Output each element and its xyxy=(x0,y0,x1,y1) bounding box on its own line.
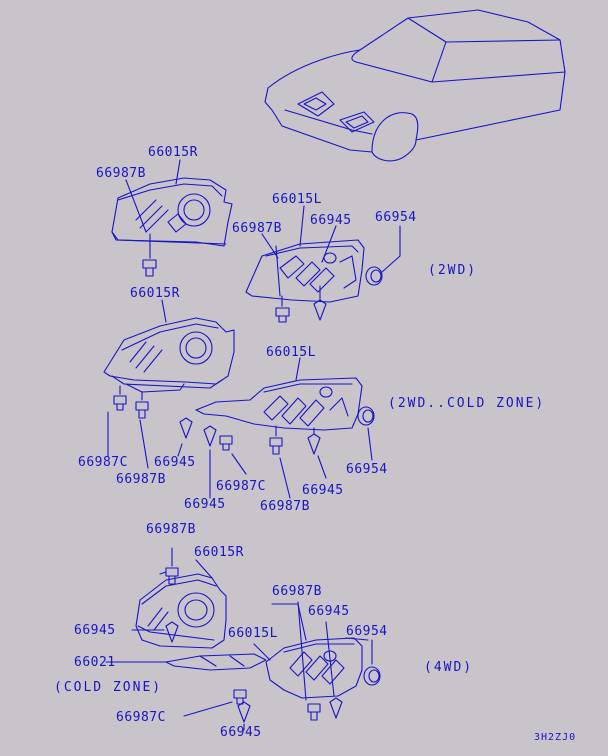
reference-code: 3H2ZJ0 xyxy=(534,732,577,743)
cover-66021 xyxy=(105,653,267,671)
label-66987C-g2a: 66987C xyxy=(78,455,128,470)
grommet-66954-g2 xyxy=(357,406,375,461)
clip-66945-g2b xyxy=(203,425,217,499)
label-66015R-g2: 66015R xyxy=(130,286,180,301)
label-66015L-g1: 66015L xyxy=(272,192,322,207)
bolt-66987B-g1a xyxy=(142,233,157,277)
label-66987B-g2b: 66987B xyxy=(260,499,310,514)
shield-66015R-cold xyxy=(103,317,235,393)
label-66945-g2a: 66945 xyxy=(154,455,196,470)
condition-cold-zone: (COLD ZONE) xyxy=(54,680,163,695)
label-66021: 66021 xyxy=(74,655,116,670)
label-66987B-g3b: 66987B xyxy=(272,584,322,599)
label-66945-g2c: 66945 xyxy=(302,483,344,498)
bolt-66987C-g2b xyxy=(219,435,247,475)
bolt-66987C-g3 xyxy=(183,689,247,717)
condition-2wd-cold-zone: (2WD..COLD ZONE) xyxy=(388,396,546,411)
label-66015L-g2: 66015L xyxy=(266,345,316,360)
label-66945-g3a: 66945 xyxy=(74,623,116,638)
grommet-66954-g3 xyxy=(363,639,381,686)
shield-66015R-2wd xyxy=(111,177,233,247)
clip-66945-g3c xyxy=(237,701,251,731)
bolt-66987B-g1b xyxy=(275,295,290,323)
label-66987B-g3a: 66987B xyxy=(146,522,196,537)
label-66015R-g3: 66015R xyxy=(194,545,244,560)
label-66945-g3c: 66945 xyxy=(220,725,262,740)
clip-66945-g3a xyxy=(131,621,179,643)
label-66954-g2: 66954 xyxy=(346,462,388,477)
leader-lines xyxy=(125,159,401,661)
label-66987B-g1a: 66987B xyxy=(96,166,146,181)
clip-66945-g3b xyxy=(325,621,343,719)
bolt-66987C-g2a xyxy=(107,385,127,457)
label-66954-g1: 66954 xyxy=(375,210,417,225)
shield-66015R-4wd xyxy=(135,573,227,649)
clip-66945-g2c xyxy=(307,427,327,479)
label-66015R-g1: 66015R xyxy=(148,145,198,160)
label-66945-g3b: 66945 xyxy=(308,604,350,619)
clip-66945-g1 xyxy=(313,285,327,321)
label-66945-g2b: 66945 xyxy=(184,497,226,512)
label-66954-g3: 66954 xyxy=(346,624,388,639)
shield-66015L-4wd xyxy=(265,637,363,699)
condition-4wd: (4WD) xyxy=(424,660,474,675)
label-66015L-g3: 66015L xyxy=(228,626,278,641)
grommet-66954-g1 xyxy=(365,266,383,286)
shield-66015L-cold xyxy=(195,377,363,431)
bolt-66987B-g2b xyxy=(269,425,291,499)
label-66987B-g2a: 66987B xyxy=(116,472,166,487)
car-outline xyxy=(264,9,566,162)
label-66987B-g1b: 66987B xyxy=(232,221,282,236)
label-66987C-g3: 66987C xyxy=(116,710,166,725)
label-66987C-g2b: 66987C xyxy=(216,479,266,494)
condition-2wd: (2WD) xyxy=(428,263,478,278)
bolt-66987B-g3a xyxy=(159,547,179,585)
shield-66015L-2wd xyxy=(245,239,365,303)
clip-66945-g2a xyxy=(177,417,193,457)
bolt-66987B-g3b xyxy=(297,601,321,721)
label-66945-g1: 66945 xyxy=(310,213,352,228)
bolt-66987B-g2a xyxy=(135,391,149,469)
